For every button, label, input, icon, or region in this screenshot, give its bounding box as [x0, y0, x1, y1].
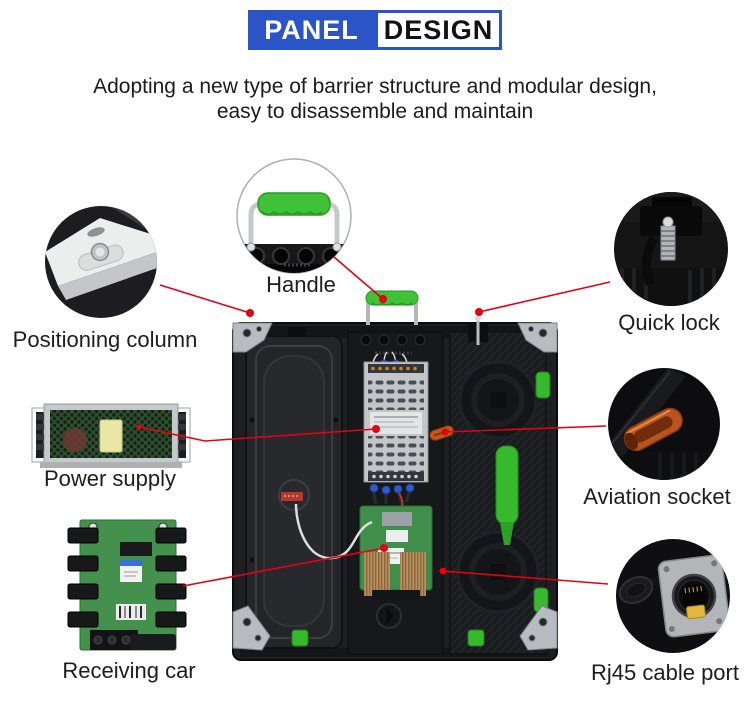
callout-label-positioning-column: Positioning column [12, 327, 198, 352]
callout-lines [136, 256, 611, 587]
inset-rj45-port [616, 539, 730, 653]
quick-lock-pin [468, 315, 488, 345]
title-panel-badge: PANEL [248, 10, 375, 50]
callout-label-quick-lock: Quick lock [618, 310, 720, 335]
subtitle: Adopting a new type of barrier structure… [0, 74, 750, 124]
callout-label-handle: Handle [266, 272, 336, 297]
inset-positioning-column [45, 206, 157, 318]
subtitle-line-1: Adopting a new type of barrier structure… [93, 75, 657, 98]
led-panel-back [232, 290, 558, 661]
inset-quick-lock [614, 192, 728, 306]
panel-left-door [245, 327, 343, 649]
panel-receiving-card [359, 505, 433, 600]
callout-label-power-supply: Power supply [43, 466, 177, 491]
corner-brackets [232, 322, 558, 651]
page-title: PANEL DESIGN [248, 10, 502, 50]
callout-label-rj45-port: Rj45 cable port [591, 660, 739, 685]
callout-label-aviation-socket: Aviation socket [583, 484, 731, 509]
inset-aviation-socket [608, 368, 720, 480]
title-design-badge: DESIGN [375, 10, 502, 50]
inset-handle [236, 158, 352, 274]
side-handle [495, 445, 519, 525]
panel-top-handle [365, 290, 419, 325]
panel-power-supply [363, 361, 429, 483]
callout-label-receiving-car: Receiving car [62, 658, 196, 683]
subtitle-line-2: easy to disassemble and maintain [216, 100, 534, 123]
inset-receiving-card [67, 519, 187, 651]
inset-power-supply [31, 403, 191, 468]
panel-center-channel [294, 331, 444, 655]
